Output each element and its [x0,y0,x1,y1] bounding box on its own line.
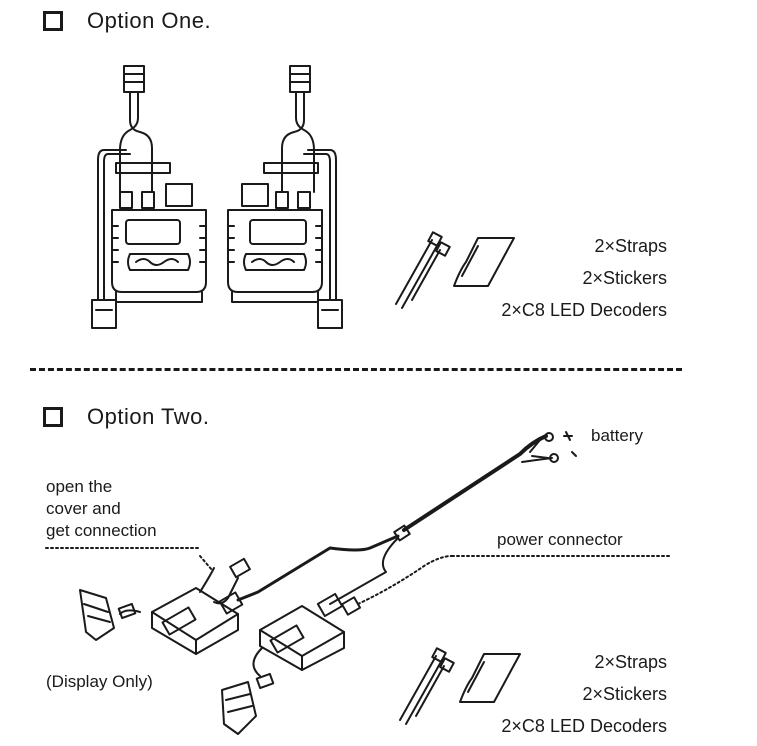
contents-item: 2×Stickers [582,684,667,704]
bulb-socket-icon [79,589,137,641]
section-divider [30,368,682,371]
contents-item: 2×C8 LED Decoders [501,300,667,320]
cable-strap-icon [399,647,455,725]
decoder-module-icon [119,567,239,655]
contents-item: 2×C8 LED Decoders [501,716,667,736]
option-one-contents: 2×Straps 2×Stickers 2×C8 LED Decoders [501,230,667,326]
option-two-contents: 2×Straps 2×Stickers 2×C8 LED Decoders [501,646,667,742]
contents-item: 2×Straps [594,236,667,256]
cable-strap-icon [395,231,451,309]
open-cover-line: open the [46,477,113,496]
contents-item: 2×Straps [594,652,667,672]
open-cover-line: get connection [46,521,157,540]
option-two-checkbox [43,407,63,427]
decoder-module-icon [252,605,345,677]
power-connector-label: power connector [497,530,623,549]
display-only-label: (Display Only) [46,672,153,691]
bulb-socket-icon [221,672,275,735]
sticker-sheet-icon [453,237,515,287]
option-one-checkbox [43,11,63,31]
battery-label: battery [591,426,643,445]
decoder-module-icon [227,65,343,329]
decoder-module-icon [91,65,207,329]
open-cover-label: open the cover and get connection [46,476,157,542]
wiring-harness [45,431,673,618]
option-one-heading: Option One. [87,8,212,33]
open-cover-line: cover and [46,499,121,518]
option-two-heading: Option Two. [87,404,210,429]
contents-item: 2×Stickers [582,268,667,288]
sticker-sheet-icon [459,653,521,703]
